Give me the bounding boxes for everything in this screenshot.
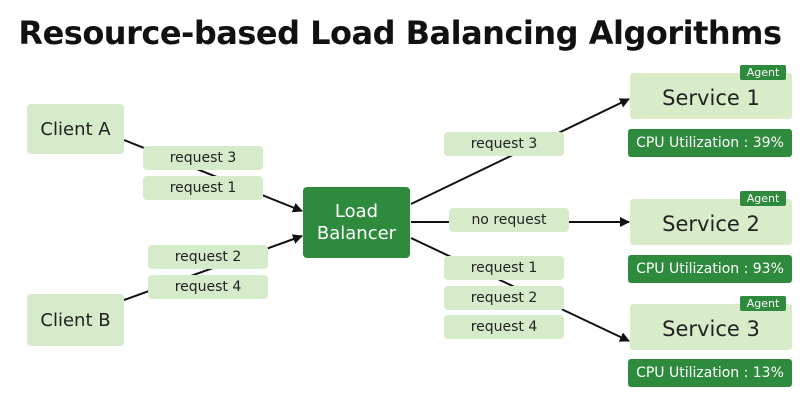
load-balancer-label-line1: Load	[334, 200, 379, 222]
request-label: request 4	[444, 315, 564, 339]
page-title: Resource-based Load Balancing Algorithms	[18, 14, 782, 52]
load-balancer: Load Balancer	[303, 187, 410, 258]
service-3: Service 3	[630, 304, 792, 350]
agent-badge: Agent	[740, 296, 786, 311]
client-b: Client B	[27, 294, 124, 346]
request-label: request 2	[444, 286, 564, 310]
request-label: request 4	[148, 275, 268, 299]
agent-badge: Agent	[740, 65, 786, 80]
cpu-utilization-service-3: CPU Utilization : 13%	[628, 359, 792, 387]
agent-badge: Agent	[740, 191, 786, 206]
request-label: request 3	[444, 132, 564, 156]
request-label: request 1	[143, 176, 263, 200]
request-label: no request	[449, 208, 569, 232]
client-a: Client A	[27, 104, 124, 154]
request-label: request 1	[444, 256, 564, 280]
load-balancer-label-line2: Balancer	[316, 222, 397, 244]
request-label: request 3	[143, 146, 263, 170]
cpu-utilization-service-1: CPU Utilization : 39%	[628, 129, 792, 157]
service-2: Service 2	[630, 199, 792, 245]
request-label: request 2	[148, 245, 268, 269]
cpu-utilization-service-2: CPU Utilization : 93%	[628, 255, 792, 283]
service-1: Service 1	[630, 73, 792, 119]
